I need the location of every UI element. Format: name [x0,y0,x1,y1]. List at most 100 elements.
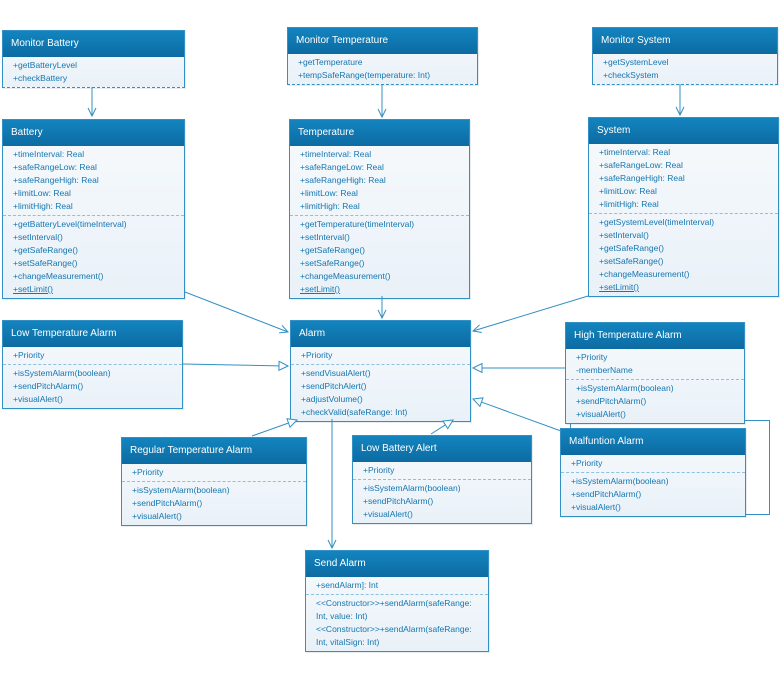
class-send-alarm[interactable]: Send Alarm +sendAlarm]: Int <<Constructor>… [305,550,489,652]
methods-compartment: +getBatteryLevel(timeInterval)+setInterv… [3,215,184,298]
class-monitor-system[interactable]: Monitor System+getSystemLevel+checkSyste… [592,27,778,85]
methods-compartment: +isSystemAlarm(boolean) +sendPitchAlarm()… [566,379,744,423]
class-member: +safeRangeLow: Real [599,160,683,170]
class-member: +timeInterval: Real [13,149,85,159]
class-member: +setSafeRange() [300,258,365,268]
class-low-temperature-alarm[interactable]: Low Temperature Alarm+Priority+isSystemA… [2,320,183,409]
class-member: +checkSystem [603,70,659,80]
edge-high-temperature-alarm-to-alarm[interactable] [471,362,565,374]
class-member: +Priority [571,458,603,468]
class-member: +visualAlert() [571,502,621,512]
class-member: +setLimit() [13,284,53,294]
class-title-send-alarm: Send Alarm [306,551,488,577]
class-title-battery: Battery [3,120,184,146]
class-member: +sendPitchAlarm() [363,496,434,506]
methods-compartment: +isSystemAlarm(boolean)+sendPitchAlarm()… [122,481,306,525]
edge-alarm-to-send-alarm[interactable] [327,419,337,550]
class-member: +getSafeRange() [13,245,78,255]
class-member: +isSystemAlarm(boolean) [571,476,669,486]
class-member: +limitHigh: Real [599,199,659,209]
class-member: +sendPitchAlarm() [576,396,647,406]
class-title-regular-temperature-alarm: Regular Temperature Alarm [122,438,306,464]
attributes-compartment: +Priority [3,347,182,364]
attributes-compartment: +timeInterval: Real+safeRangeLow: Real+s… [290,146,469,215]
class-member: +isSystemAlarm(boolean) [132,485,230,495]
class-temperature[interactable]: Temperature+timeInterval: Real+safeRange… [289,119,470,299]
class-member: +visualAlert() [13,394,63,404]
class-title-high-temperature-alarm: High Temperature Alarm [566,323,744,349]
class-member: +changeMeasurement() [599,269,690,279]
class-member: +checkValid(safeRange: Int) [301,407,408,417]
edge-monitor-temperature-to-temperature[interactable] [377,84,387,119]
connector-line[interactable] [430,424,446,435]
class-alarm[interactable]: Alarm+Priority+sendVisualAlert()+sendPit… [290,320,471,422]
class-member: +limitHigh: Real [300,201,360,211]
edge-temperature-to-alarm[interactable] [377,296,387,320]
edge-monitor-system-to-system[interactable] [675,84,685,117]
class-monitor-temperature[interactable]: Monitor Temperature +getTemperature +tempS… [287,27,478,85]
edge-malfuntion-alarm-to-alarm[interactable] [471,397,562,432]
class-member: +Priority [132,467,164,477]
hollow-triangle-arrowhead-icon [471,362,483,374]
class-member: +getTemperature [298,57,363,67]
class-member: +sendVisualAlert() [301,368,371,378]
class-system[interactable]: System +timeInterval: Real +safeRangeLow: … [588,117,779,297]
class-high-temperature-alarm[interactable]: High Temperature Alarm+Priority-memberNa… [565,322,745,424]
class-member: +getSafeRange() [599,243,664,253]
attributes-compartment: +getSystemLevel+checkSystem [593,54,777,84]
class-member: +checkBattery [13,73,68,83]
class-member: +Priority [13,350,45,360]
class-title-system: System [589,118,778,144]
edge-low-battery-alert-to-alarm[interactable] [430,419,454,435]
class-member: +setInterval() [599,230,649,240]
class-title-malfuntion-alarm: Malfuntion Alarm [561,429,745,455]
class-member: Int, value: Int) [316,611,368,621]
class-monitor-battery[interactable]: Monitor Battery+getBatteryLevel+checkBat… [2,30,185,88]
class-member: +sendPitchAlert() [301,381,367,391]
class-member: <<Constructor>>+sendAlarm(safeRange: [316,598,472,608]
class-member: +safeRangeHigh: Real [599,173,685,183]
edge-battery-to-alarm[interactable] [184,291,290,334]
class-title-monitor-temperature: Monitor Temperature [288,28,477,54]
class-member: +tempSafeRange(temperature: Int) [298,70,431,80]
connector-line[interactable] [251,422,289,437]
methods-compartment: +isSystemAlarm(boolean)+sendPitchAlarm()… [561,472,745,516]
class-member: +limitLow: Real [300,188,358,198]
connector-line[interactable] [184,291,289,333]
attributes-compartment: +Priority [561,455,745,472]
attributes-compartment: +Priority [353,462,531,479]
class-member: +limitLow: Real [13,188,71,198]
class-battery[interactable]: Battery +timeInterval: Real +safeRangeLow:… [2,119,185,299]
class-member: +safeRangeHigh: Real [13,175,99,185]
class-member: +safeRangeLow: Real [300,162,384,172]
attributes-compartment: +Priority-memberName [566,349,744,379]
attributes-compartment: +timeInterval: Real +safeRangeLow: Real +s… [589,144,778,213]
open-arrowhead-icon [471,324,482,333]
class-malfuntion-alarm[interactable]: Malfuntion Alarm +Priority +isSystemAlarm(… [560,428,746,517]
methods-compartment: +getTemperature(timeInterval)+setInterva… [290,215,469,298]
class-regular-temperature-alarm[interactable]: Regular Temperature Alarm +Priority +isSys… [121,437,307,526]
class-member: +setLimit() [300,284,340,294]
connector-line[interactable] [182,363,280,367]
class-low-battery-alert[interactable]: Low Battery Alert+Priority+isSystemAlarm… [352,435,532,524]
edge-low-temperature-alarm-to-alarm[interactable] [182,360,290,372]
class-member: +safeRangeLow: Real [13,162,97,172]
class-member: +timeInterval: Real [300,149,372,159]
class-title-low-temperature-alarm: Low Temperature Alarm [3,321,182,347]
methods-compartment: +sendVisualAlert()+sendPitchAlert()+adju… [291,364,470,421]
class-member: +timeInterval: Real [599,147,671,157]
class-member: +limitHigh: Real [13,201,73,211]
class-title-low-battery-alert: Low Battery Alert [353,436,531,462]
class-member: +isSystemAlarm(boolean) [576,383,674,393]
class-member: +getTemperature(timeInterval) [300,219,415,229]
edge-monitor-battery-to-battery[interactable] [87,87,97,118]
open-arrowhead-icon [675,106,685,117]
attributes-compartment: +getBatteryLevel +checkBattery [3,57,184,87]
connector-line[interactable] [481,401,562,432]
class-member: +changeMeasurement() [13,271,104,281]
class-member: +Priority [363,465,395,475]
class-member: +Priority [301,350,333,360]
class-member: +sendAlarm]: Int [316,580,379,590]
class-member: +getBatteryLevel [13,60,78,70]
